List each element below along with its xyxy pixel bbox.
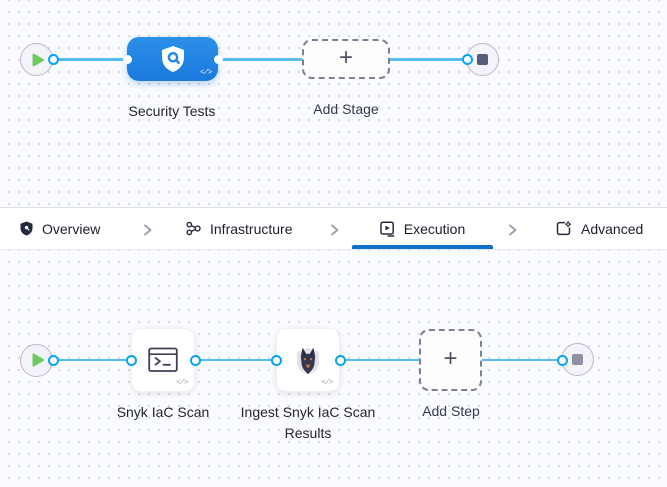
shield-icon [20,221,33,236]
add-stage-button[interactable]: + [302,39,390,79]
step-snyk-iac-scan[interactable]: </> [131,328,195,392]
template-code-icon: </> [175,379,189,387]
tab-overview-label: Overview [42,220,101,237]
step-label: Snyk IaC Scan [116,404,210,420]
tab-infrastructure-label: Infrastructure [210,220,293,237]
tab-overview[interactable]: Overview [20,208,100,249]
add-stage-label: Add Stage [313,101,379,117]
nodes-icon [186,221,201,236]
stage-in-port[interactable] [122,55,132,64]
chevron-right-icon [144,224,152,236]
start-node-out-port[interactable] [47,354,59,366]
tab-execution[interactable]: Execution [352,208,493,249]
stage-connector-line [216,58,304,61]
stage-label: Security Tests [128,103,216,119]
stage-connector-line [50,58,130,61]
stop-icon [572,354,583,365]
chevron-right-icon [331,224,339,236]
execution-end-node[interactable] [561,343,594,376]
step-label: Ingest Snyk IaC Scan Results [240,404,376,441]
active-tab-underline [352,245,493,249]
step-connector-line [193,358,278,362]
chevron-right-icon [509,224,517,236]
end-node-in-port[interactable] [556,354,568,366]
template-code-icon: </> [199,69,213,77]
add-step-label: Add Step [422,403,480,419]
step-out-port[interactable] [334,354,346,366]
step-in-port[interactable] [125,354,137,366]
pipeline-end-node[interactable] [466,43,499,76]
step-ingest-snyk-results[interactable]: </> [276,328,340,392]
step-connector-line [50,358,133,362]
add-step-button[interactable]: + [419,329,482,391]
stop-icon [477,54,488,65]
tab-infrastructure[interactable]: Infrastructure [186,208,292,249]
gear-square-icon [556,221,572,236]
step-connector-line [338,358,421,362]
tab-execution-label: Execution [403,220,466,237]
tab-advanced[interactable]: Advanced [556,208,643,249]
plus-icon: + [443,345,458,372]
step-connector-line [480,358,564,362]
stage-graph-canvas[interactable]: </> + Security Tests Add Stage [0,0,667,207]
step-out-port[interactable] [189,354,201,366]
plus-icon: + [338,44,353,71]
shield-scan-icon [161,46,184,72]
end-node-in-port[interactable] [462,54,473,65]
play-icon [32,353,44,367]
tab-advanced-label: Advanced [581,220,644,237]
stage-config-tabbar: Overview Infrastructure Execution [0,207,667,250]
terminal-icon [148,347,178,372]
play-square-icon [380,220,395,237]
stage-connector-line [388,58,468,61]
stage-security-tests[interactable]: </> [127,37,218,81]
step-graph-canvas[interactable]: </> </> + Snyk IaC Scan [0,250,667,487]
step-in-port[interactable] [270,354,282,366]
snyk-dog-icon [297,347,319,375]
template-code-icon: </> [320,379,334,387]
start-node-out-port[interactable] [47,54,59,65]
play-icon [32,53,44,66]
stage-out-port[interactable] [213,55,223,64]
